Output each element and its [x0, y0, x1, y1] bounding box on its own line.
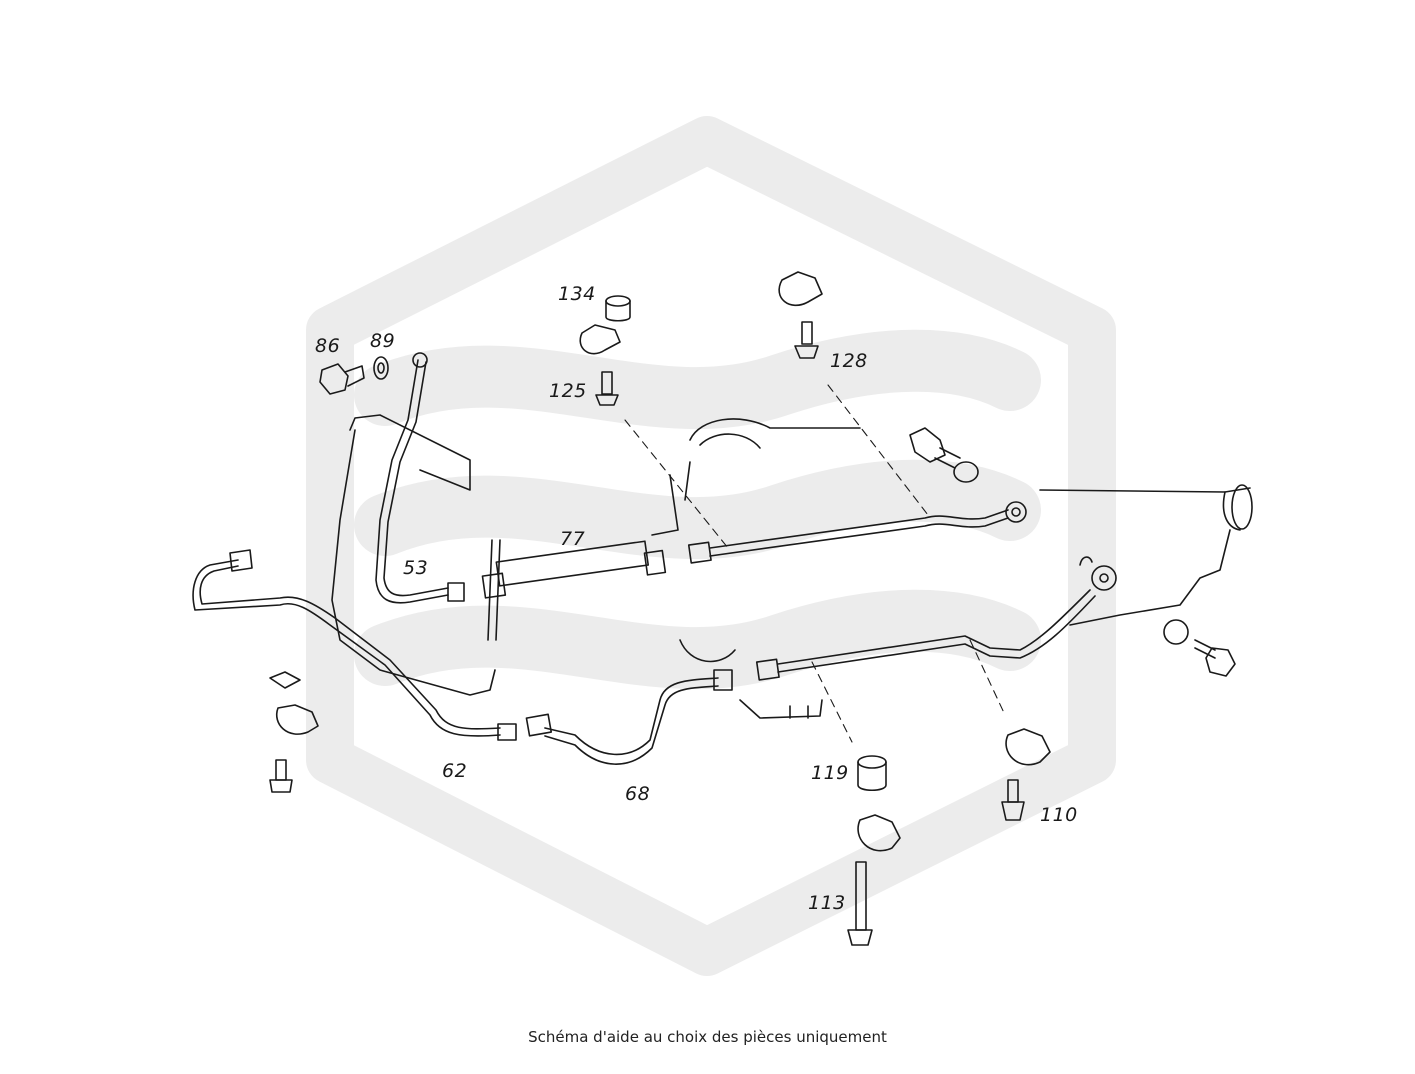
clamp-113 [847, 814, 901, 946]
part-label-113[interactable]: 113 [808, 892, 846, 914]
part-label-134[interactable]: 134 [558, 283, 596, 305]
clamp-125 [579, 324, 621, 406]
banjo-bolt-upper [909, 427, 979, 483]
part-label-89[interactable]: 89 [370, 330, 396, 352]
part-label-110[interactable]: 110 [1040, 804, 1078, 826]
transmission-housing [651, 418, 1253, 719]
hose-77 [481, 539, 667, 641]
part-label-119[interactable]: 119 [811, 762, 849, 784]
lower-line [755, 556, 1117, 681]
part-label-62[interactable]: 62 [442, 760, 468, 782]
part-label-68[interactable]: 68 [625, 783, 651, 805]
leader-lines [624, 384, 1006, 743]
part-label-53[interactable]: 53 [403, 557, 429, 579]
watermark-logo [306, 116, 1116, 976]
mounting-plate [349, 414, 471, 491]
diagram-caption: Schéma d'aide au choix des pièces unique… [528, 1028, 887, 1046]
pipe-53 [375, 359, 449, 604]
upper-line [687, 501, 1027, 564]
part-label-77[interactable]: 77 [560, 528, 586, 550]
fitting-62 [229, 549, 517, 741]
clamp-128 [778, 271, 823, 359]
clamp-110 [1001, 728, 1051, 821]
part-label-128[interactable]: 128 [830, 350, 868, 372]
banjo-bolt-lower [1163, 619, 1236, 677]
pipe-68 [525, 669, 733, 765]
washer-89 [373, 356, 389, 380]
pipe-62 [192, 559, 501, 737]
spacer-119 [857, 755, 887, 792]
part-label-125[interactable]: 125 [549, 380, 587, 402]
clamp-left [269, 671, 319, 793]
part-label-86[interactable]: 86 [315, 335, 341, 357]
line-art [192, 271, 1253, 946]
bolt-86 [319, 363, 365, 395]
spacer-134 [605, 295, 631, 322]
